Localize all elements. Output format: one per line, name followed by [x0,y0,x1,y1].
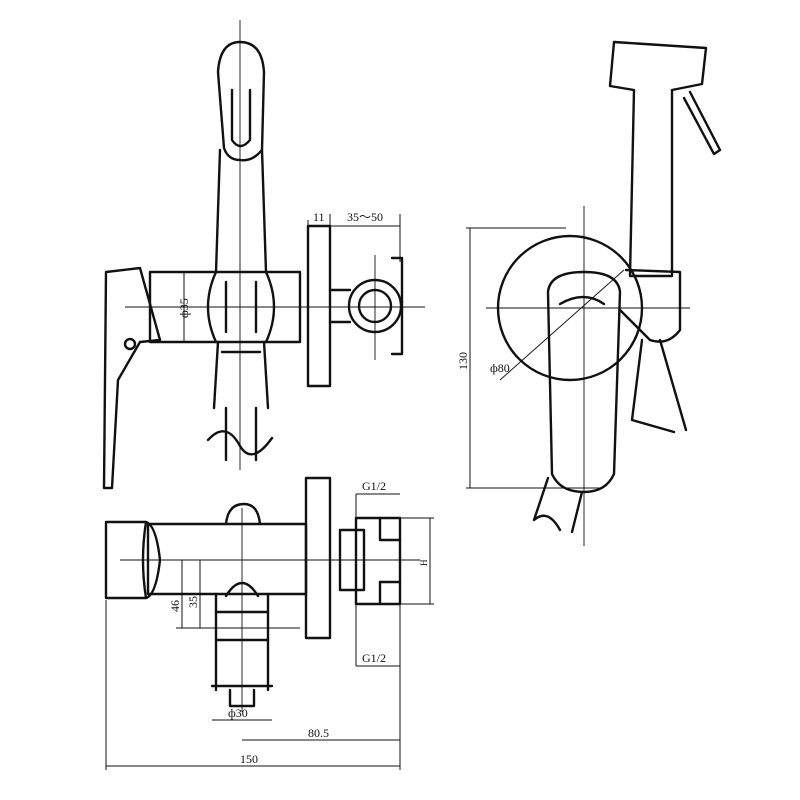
hose [532,338,688,534]
wall-flange [306,224,332,388]
dim-phi35: ф35 [177,298,191,318]
top-bracket [354,516,402,606]
dim-150: 150 [240,752,258,766]
top-view: G1/2 G1/2 H 46 35 ф30 80.5 150 [104,476,434,770]
top-valve-body [146,522,308,596]
spout-body [214,148,268,274]
front-view: 130 ф80 [456,40,722,546]
top-wall-flange [304,476,332,640]
dim-phi30: ф30 [228,706,248,720]
dim-46: 46 [168,600,182,612]
sprayer-trigger [682,90,722,156]
top-knob [224,502,262,526]
lever-handle [102,266,162,490]
bracket-plate [328,256,404,356]
dim-side: H [419,559,429,566]
outlet-nut [212,340,270,410]
dim-11: 11 [313,210,325,224]
top-bracket-inner [378,516,402,606]
sprayer-grip [618,268,682,343]
dim-g12-bottom: G1/2 [362,651,386,665]
dim-130: 130 [456,352,470,370]
lever-pivot [123,337,137,351]
spout-inner [230,88,252,148]
sprayer-head [608,40,708,278]
dim-phi80: ф80 [490,361,510,375]
dim-35: 35 [186,596,200,608]
side-view: 11 35～50 ф35 [102,20,425,490]
holder-inner [558,295,606,306]
dim-80-5: 80.5 [308,726,329,740]
dim-35-50: 35～50 [347,210,383,224]
spout-cap [216,40,266,162]
holder-lobe [546,270,622,494]
dim-g12-top: G1/2 [362,479,386,493]
